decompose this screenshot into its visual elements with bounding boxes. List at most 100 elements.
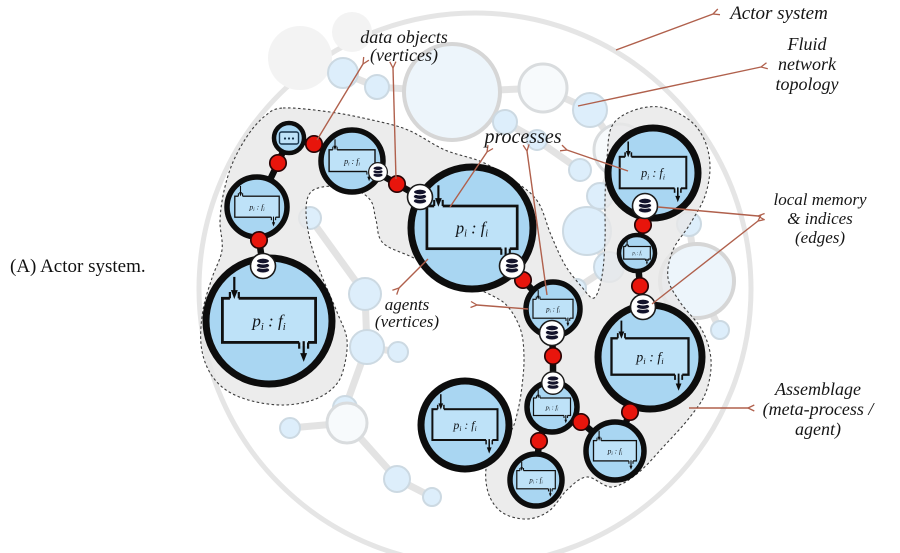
process-circle: pi : fi [616,232,658,274]
network-node [572,92,608,128]
leader-fork [470,300,478,306]
data-object-dot [387,174,407,194]
data-object-dot [249,230,269,250]
leader-fork [712,8,719,15]
leader-line [651,220,759,305]
leader-fork [392,287,400,291]
cylinder-top-rim [544,324,560,332]
process-circle: pi : fi [202,254,336,388]
network-node [402,42,502,142]
cylinder-top-rim [504,257,520,265]
data-object-dot [630,276,650,296]
bubble-dot [287,137,291,140]
memory-cylinder-icon [629,293,657,321]
annotation-actor-system: Actor system [728,3,828,24]
leader-fork [757,212,765,217]
process-box [532,298,574,319]
leader-fork [389,61,394,69]
leader-fork [712,13,721,16]
data-object-dot [268,153,288,173]
data-object-dot [571,412,591,432]
cylinder-top-rim [255,257,271,265]
input-arrowhead [230,290,238,299]
process-box [221,296,317,344]
leader-fork [362,59,370,65]
process-box [516,470,556,490]
network-node [327,57,359,89]
bubble-dot [283,137,287,140]
network-node [364,74,390,100]
network-node [526,129,548,151]
cylinder-top-rim [546,375,560,382]
leader-line [526,150,548,296]
leader-fork [757,215,765,221]
process-circle: pi : fi [417,377,513,473]
process-circle: pi : fi [507,451,565,509]
annotation-agents: agents(vertices) [375,295,440,331]
memory-cylinder-icon [368,162,388,182]
process-label: pi : fi [343,157,360,168]
process-box [431,408,499,441]
cylinder-top-rim [372,165,384,171]
data-object-dot [529,431,549,451]
data-object-dot [633,215,653,235]
network-node [387,341,409,363]
bubble-dot [291,137,295,140]
leader-fork [486,147,494,153]
leader-fork [757,218,765,222]
annotation-leaders [316,8,768,412]
input-arrowhead [536,295,540,300]
network-node [710,320,730,340]
leader-fork [760,62,767,68]
process-box [618,155,688,190]
output-arrowhead [675,383,682,391]
network-node [349,329,385,365]
input-arrowhead [520,467,524,471]
memory-cylinder-icon [249,252,277,280]
leader-fork [559,149,568,152]
process-label: pi : fi [545,404,559,411]
leader-line [657,206,759,217]
network-node [332,12,372,52]
output-arrowhead [271,222,276,227]
cylinder-top-rim [412,188,428,196]
network-node [325,401,369,445]
process-circle: pi : fi [318,127,386,195]
memory-cylinder-icon [406,183,434,211]
leader-fork [470,304,478,309]
output-arrowhead [564,419,568,424]
process-box [592,439,638,462]
process-label: pi : fi [545,305,560,313]
network-node [562,206,612,256]
process-box [425,204,519,251]
process-label: pi : fi [635,351,664,367]
network-node [517,62,569,114]
process-label: pi : fi [640,166,665,181]
input-arrowhead [597,436,601,441]
leader-fork [362,56,365,65]
input-arrowhead [618,331,625,339]
input-arrowhead [626,244,629,247]
input-arrowhead [438,403,444,410]
output-arrowhead [566,322,570,327]
network-node [279,417,301,439]
process-box [610,337,690,376]
leader-line [476,304,529,310]
memory-cylinder-icon [498,252,526,280]
network-node [268,26,332,90]
input-arrowhead [625,151,631,158]
process-label: pi : fi [248,203,265,213]
figure-caption: (A) Actor system. [10,256,146,277]
process-box [532,397,572,417]
annotation-processes: processes [482,126,561,148]
output-arrowhead [675,195,681,203]
leader-line [566,149,629,172]
process-label: pi : fi [452,418,476,433]
leader-fork [757,214,762,222]
memory-cylinder-icon [538,319,566,347]
memory-cylinder-icon [631,192,659,220]
process-circle: pi : fi [583,419,647,483]
